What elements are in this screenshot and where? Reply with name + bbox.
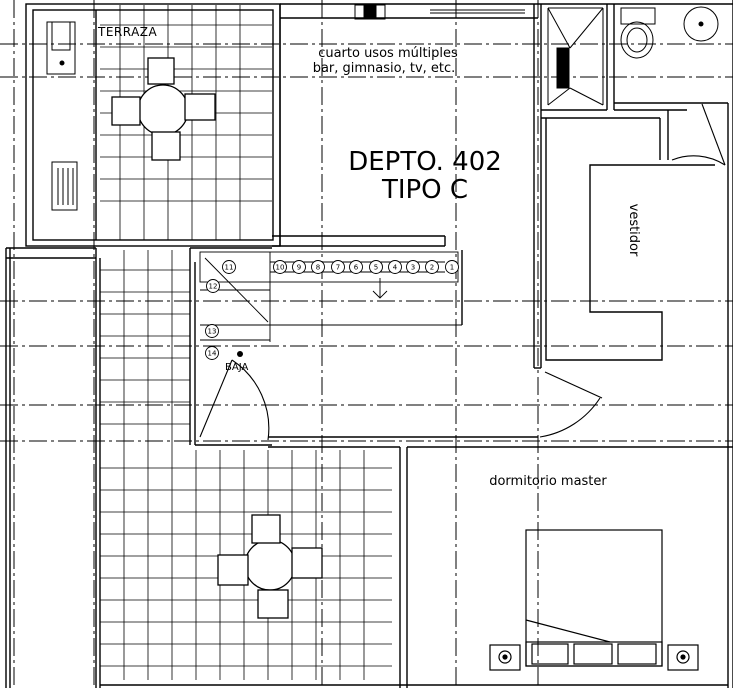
stair-step-number: 13: [208, 328, 217, 336]
stair-step-marker: [205, 346, 219, 360]
stair-step-marker: [222, 260, 236, 274]
walls: [5, 0, 733, 688]
stair-step-number: 9: [297, 264, 301, 272]
stair-step-marker: [311, 260, 325, 274]
stair-step-marker: [445, 260, 459, 274]
stair-step-marker: [369, 260, 383, 274]
stair-step-marker: [349, 260, 363, 274]
dormitorio-label: dormitorio master: [489, 474, 607, 489]
top-wall-details: [354, 4, 525, 20]
title-line1: DEPTO. 402: [348, 147, 502, 177]
stair-step-marker: [273, 260, 287, 274]
stair-step-marker: [388, 260, 402, 274]
table-bottom: [217, 514, 323, 619]
terraza-label: TERRAZA: [97, 25, 158, 39]
stair-step-number: 10: [276, 264, 285, 272]
stair-step-number: 11: [225, 264, 234, 272]
title-line2: TIPO C: [381, 175, 468, 205]
stair-step-marker: [292, 260, 306, 274]
stair-step-marker: [425, 260, 439, 274]
stair-step-marker: [406, 260, 420, 274]
doors: [199, 103, 726, 441]
stair-step-number: 14: [208, 350, 217, 358]
baja-label: BAJA: [225, 362, 248, 373]
bed: [489, 529, 699, 671]
stair-step-marker: [331, 260, 345, 274]
stair-step-number: 7: [336, 264, 340, 272]
table-top: [111, 57, 216, 161]
stair-step-number: 8: [316, 264, 320, 272]
vestidor-label: vestidor: [626, 204, 641, 257]
stair-step-number: 5: [374, 264, 378, 272]
baja-marker: [237, 351, 243, 357]
stair-step-number: 2: [430, 264, 434, 272]
stair-step-number: 4: [393, 264, 398, 272]
cuarto-label-line1: cuarto usos múltiples: [318, 46, 458, 61]
bathroom-fixtures: [547, 6, 719, 106]
terrace-fixtures: [46, 21, 78, 211]
stair-step-number: 1: [450, 264, 454, 272]
stair-step-marker: [206, 279, 220, 293]
stair-step-number: 3: [411, 264, 415, 272]
stair-step-number: 6: [354, 264, 359, 272]
stair-step-number: 12: [209, 283, 218, 291]
cuarto-label-line2: bar, gimnasio, tv, etc.: [313, 61, 456, 76]
stair-step-marker: [205, 324, 219, 338]
